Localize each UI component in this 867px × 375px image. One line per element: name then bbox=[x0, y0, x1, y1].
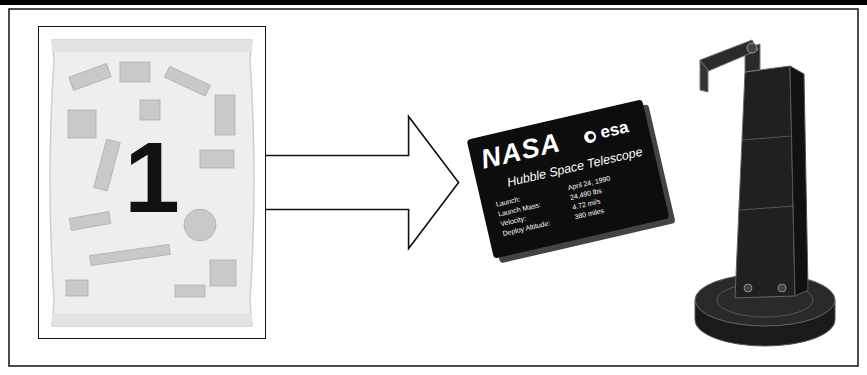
stand-model bbox=[695, 40, 835, 346]
hollow-arrow bbox=[266, 117, 459, 249]
agency-logo: esa bbox=[598, 117, 630, 143]
step-frame bbox=[9, 9, 858, 366]
esa-emblem bbox=[582, 129, 599, 146]
bag-number: 1 bbox=[39, 127, 265, 227]
page-edge bbox=[0, 0, 867, 5]
parts-bag-box: 1 bbox=[38, 26, 266, 339]
info-plaque: NASAesaHubble Space TelescopeLaunch:Apri… bbox=[467, 99, 670, 258]
